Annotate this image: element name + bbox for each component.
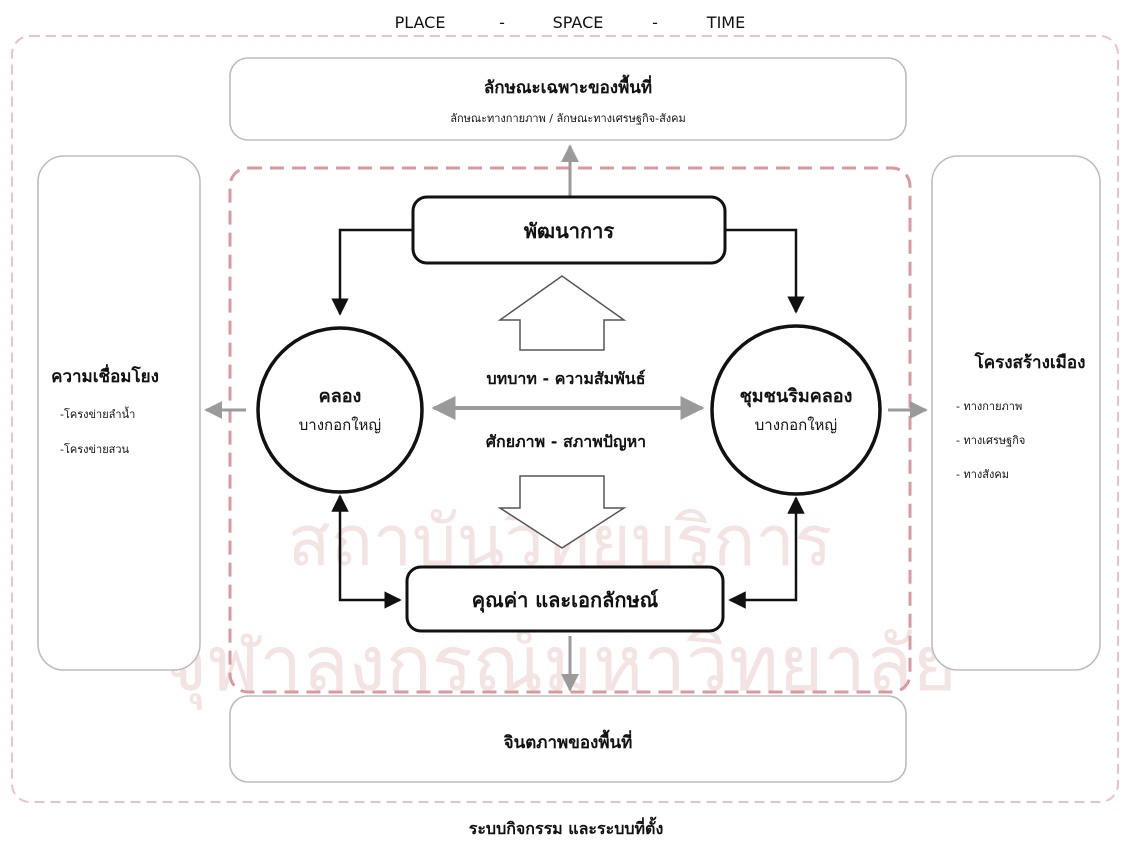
right-urban-structure-panel [931, 155, 1101, 671]
arrow-development-to-canal [331, 228, 413, 316]
left-panel-item-2: -โครงข่ายสวน [60, 442, 130, 456]
canal-circle-line-2: บางกอกใหญ่ [299, 416, 381, 434]
value-identity-box [405, 565, 725, 633]
footer-caption: ระบบกิจกรรม และระบบที่ตั้ง [469, 816, 664, 838]
development-label: พัฒนาการ [524, 219, 614, 243]
arrow-canal-value [331, 494, 402, 609]
community-circle-line-2: บางกอกใหญ่ [755, 416, 837, 434]
left-panel-title: ความเชื่อมโยง [51, 364, 159, 387]
header-space: SPACE [553, 13, 604, 32]
header-place: PLACE [395, 13, 446, 32]
header-sep-1: - [499, 13, 505, 32]
arrow-development-to-community [725, 228, 805, 314]
left-panel-item-1: -โครงข่ายลำน้ำ [60, 406, 135, 421]
top-characteristics-box [229, 57, 907, 141]
canal-circle-line-1: คลอง [319, 386, 362, 407]
canal-circle [256, 326, 424, 494]
top-box-title: ลักษณะเฉพาะของพื้นที่ [484, 74, 652, 98]
value-identity-label: คุณค่า และเอกลักษณ์ [472, 588, 659, 613]
bottom-image-box [229, 695, 907, 783]
hollow-up-arrow [497, 275, 627, 351]
header-sep-2: - [652, 13, 658, 32]
right-panel-item-1: - ทางกายภาพ [956, 400, 1022, 413]
watermark-line-2: จุฬาลงกรณ์มหาวิทยาลัย [163, 619, 957, 710]
bottom-box-title: จินตภาพของพื้นที่ [504, 729, 633, 753]
right-panel-title: โครงสร้างเมือง [974, 352, 1086, 373]
right-panel-item-3: - ทางสังคม [956, 468, 1009, 481]
center-upper-label: บทบาท - ความสัมพันธ์ [487, 369, 646, 388]
top-box-subtitle: ลักษณะทางกายภาพ / ลักษณะทางเศรษฐกิจ-สังค… [450, 112, 686, 125]
community-circle-line-1: ชุมชนริมคลอง [740, 386, 853, 408]
hollow-down-arrow [497, 475, 627, 549]
outer-dashed-border [11, 35, 1119, 803]
community-circle [710, 324, 882, 496]
arrow-community-value [728, 496, 805, 609]
header-time: TIME [706, 13, 745, 32]
header: PLACE - SPACE - TIME [395, 13, 746, 32]
center-lower-label: ศักยภาพ - สภาพปัญหา [486, 432, 646, 452]
right-panel-item-2: - ทางเศรษฐกิจ [956, 434, 1025, 447]
left-connectivity-panel [37, 155, 201, 671]
